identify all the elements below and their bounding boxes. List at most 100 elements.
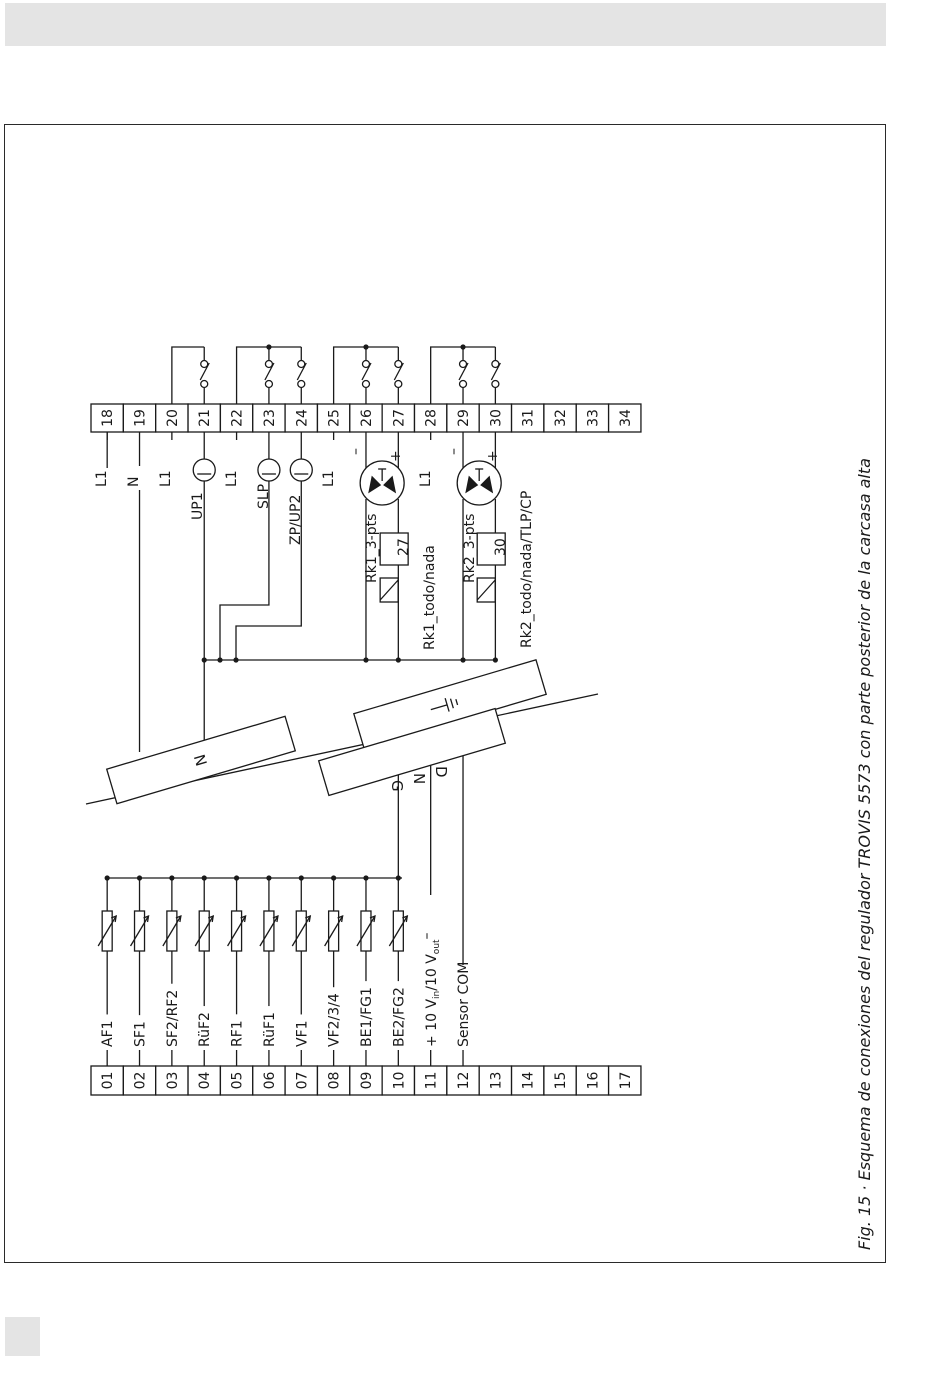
bottom-terminal-05: [219, 1065, 254, 1096]
l1-feed: [430, 346, 496, 404]
bottom-terminal-09: [349, 1065, 383, 1096]
on-off-box: [379, 532, 409, 566]
label-rk1-3pts: Rk1_3-pts: [364, 514, 380, 583]
bottom-terminal-11: [413, 1065, 448, 1096]
terminal-number: 29: [456, 409, 472, 427]
gnd-label-n: N: [410, 773, 428, 784]
ntc-arrow: [207, 914, 215, 923]
ntc-slash: [259, 915, 279, 947]
terminal-number: 13: [488, 1072, 504, 1090]
pump-symbol: [192, 458, 216, 482]
terminal-number: 16: [585, 1072, 601, 1090]
contact-terminal: [200, 359, 209, 369]
bottom-terminal-03: [155, 1065, 189, 1096]
label-rk2-onoff: Rk2_todo/nada/TLP/CP: [519, 491, 535, 648]
label-l1-25: L1: [321, 470, 337, 487]
gnd-bar: [317, 707, 507, 797]
sensor-label: VF1: [294, 1020, 310, 1047]
l1-feed: [332, 346, 399, 404]
label-rk1-onoff: Rk1_todo/nada: [422, 545, 438, 650]
junction-dot: [331, 875, 337, 881]
valve-motor: [359, 460, 405, 506]
contact-terminal: [200, 379, 209, 389]
sensor-label: BE1/FG1: [359, 987, 375, 1047]
ntc-arrow: [369, 914, 376, 923]
terminal-number: 04: [197, 1072, 213, 1090]
contact-terminal: [394, 359, 403, 369]
bottom-terminal-02: [122, 1065, 157, 1096]
top-terminal-25: [316, 403, 351, 433]
ntc-slash: [388, 915, 408, 947]
top-terminal-22: [219, 403, 254, 433]
contact-terminal: [491, 359, 500, 369]
bottom-terminal-16: [575, 1065, 610, 1096]
top-terminal-29: [446, 403, 480, 433]
terminal-number: 25: [327, 409, 343, 427]
gnd-label-d: D: [432, 766, 450, 778]
terminal-number: 30: [488, 409, 504, 427]
junction-dot: [492, 657, 498, 663]
ntc-slash: [194, 915, 214, 947]
ntc-arrow: [240, 914, 247, 923]
sensor-label: SF1: [133, 1021, 149, 1047]
junction-dot: [136, 875, 143, 881]
label-slp: SLP: [256, 484, 272, 509]
contact-terminal: [361, 359, 371, 369]
contact-terminal: [458, 379, 468, 389]
sensor-label: VF2/3/4: [327, 993, 343, 1047]
ntc-arrow: [272, 914, 279, 923]
terminal-number: 18: [100, 409, 116, 427]
top-terminal-18: [90, 403, 124, 433]
label-l1-20: L1: [158, 470, 174, 487]
terminal-number: 24: [294, 409, 310, 427]
sensor-label: RF1: [230, 1020, 246, 1047]
component-symbols: [90, 359, 642, 1096]
label-n-19: N: [126, 477, 142, 487]
label-up1: UP1: [190, 492, 206, 520]
label-terminal-12: Sensor COM: [456, 962, 472, 1047]
relay-slash: [379, 579, 399, 601]
wiring-lines: [85, 346, 599, 1066]
contact-terminal: [361, 379, 371, 389]
relay-slash: [476, 579, 496, 601]
rk2-minus: –: [446, 448, 462, 455]
terminal-number: 22: [230, 409, 246, 427]
terminal-number: 09: [359, 1072, 375, 1090]
terminal-number: 20: [165, 409, 181, 427]
top-terminal-20: [155, 403, 189, 433]
terminal-number: 12: [456, 1072, 472, 1090]
top-terminal-23: [252, 403, 286, 433]
junction-dot: [233, 657, 239, 663]
junction-dot: [363, 344, 369, 350]
ntc-arrow: [110, 914, 118, 923]
ntc-arrow: [143, 914, 150, 923]
valve-motor: [456, 460, 502, 506]
terminal-number: 31: [521, 409, 537, 427]
valve-arrow: [465, 475, 479, 494]
terminal-number: 23: [262, 409, 278, 427]
junction-dot: [395, 875, 401, 881]
ntc-arrow: [175, 914, 182, 923]
terminal-number: 14: [521, 1072, 537, 1090]
pump-symbol: [257, 458, 281, 482]
label-rk2-3pts: Rk2_3-pts: [462, 514, 478, 583]
junction-dot: [266, 344, 272, 350]
junction-dot: [201, 875, 207, 881]
top-terminal-19: [122, 403, 157, 433]
page-number-tab: [5, 1317, 40, 1356]
bottom-terminal-06: [252, 1065, 286, 1096]
terminal-number: 11: [424, 1072, 440, 1090]
figure-caption: Fig. 15 · Esquema de conexiones del regu…: [855, 458, 874, 1250]
contact-terminal: [297, 379, 306, 389]
junction-dot: [233, 875, 240, 881]
sensor-label: RüF1: [262, 1012, 278, 1047]
terminal-number: 08: [327, 1072, 343, 1090]
top-terminal-31: [510, 403, 545, 433]
ntc-arrow: [337, 914, 344, 923]
terminal-number: 32: [553, 409, 569, 427]
ntc-slash: [356, 915, 376, 947]
junction-dot: [266, 875, 272, 881]
junction-dot: [460, 344, 466, 350]
terminal-number: 03: [165, 1072, 181, 1090]
